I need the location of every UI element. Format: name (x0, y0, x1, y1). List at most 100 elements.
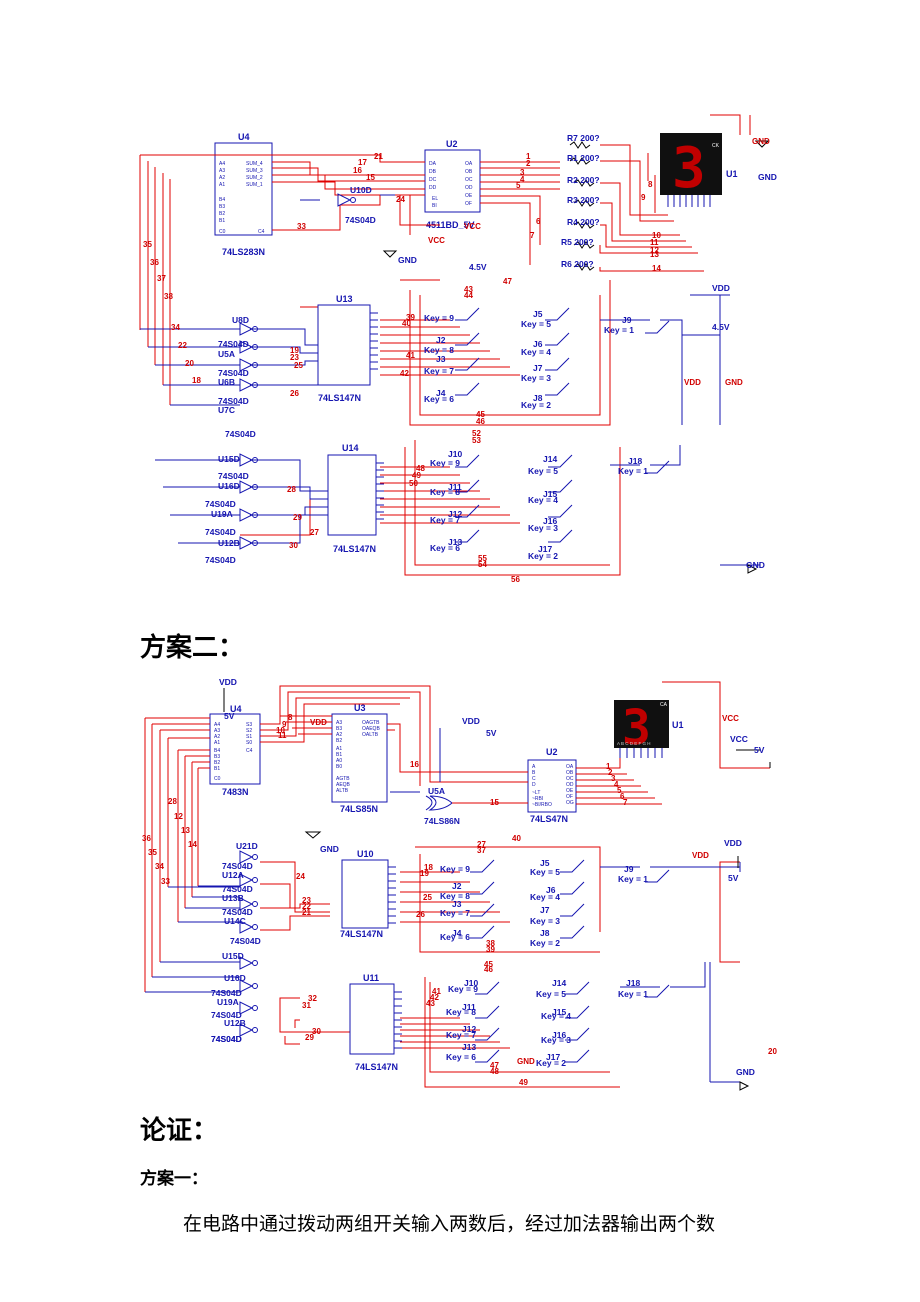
svg-text:12: 12 (174, 812, 183, 821)
svg-text:J13: J13 (448, 537, 462, 547)
svg-text:U13: U13 (336, 294, 353, 304)
svg-text:R1 200?: R1 200? (567, 153, 600, 163)
svg-text:46: 46 (476, 417, 485, 426)
svg-text:U2: U2 (546, 747, 558, 757)
svg-text:49: 49 (412, 471, 421, 480)
svg-text:U11: U11 (363, 973, 379, 983)
svg-text:35: 35 (148, 848, 157, 857)
svg-text:74S04D: 74S04D (211, 1034, 242, 1044)
svg-text:47: 47 (503, 277, 512, 286)
svg-text:Key = 2: Key = 2 (528, 551, 558, 561)
svg-text:21: 21 (302, 908, 311, 917)
svg-text:3: 3 (520, 168, 525, 177)
svg-text:J14: J14 (543, 454, 557, 464)
svg-text:OC: OC (465, 177, 473, 183)
svg-text:VDD: VDD (712, 283, 730, 293)
svg-text:~RBI: ~RBI (532, 796, 543, 802)
svg-text:30: 30 (312, 1027, 321, 1036)
svg-text:U8D: U8D (232, 315, 249, 325)
svg-text:DD: DD (429, 185, 437, 191)
svg-text:39: 39 (486, 945, 495, 954)
subheading-scheme-one: 方案一： (140, 1169, 208, 1189)
net-numbers-one: 21 17 16 15 24 33 35 36 37 38 34 22 20 1… (143, 152, 661, 584)
svg-text:GND: GND (320, 844, 339, 854)
svg-text:5V: 5V (486, 728, 497, 738)
svg-text:Key = 8: Key = 8 (446, 1007, 476, 1017)
chip-u10 (341, 859, 389, 929)
svg-text:OA: OA (566, 764, 574, 770)
svg-text:B1: B1 (336, 752, 342, 758)
svg-text:4: 4 (614, 780, 619, 789)
svg-text:AGTB: AGTB (336, 776, 350, 782)
svg-text:37: 37 (477, 846, 486, 855)
svg-text:20: 20 (768, 1047, 777, 1056)
svg-text:U6B: U6B (218, 377, 235, 387)
svg-text:GND: GND (758, 172, 777, 182)
svg-text:27: 27 (477, 840, 486, 849)
svg-text:74LS147N: 74LS147N (333, 544, 376, 554)
svg-text:VDD: VDD (219, 677, 237, 687)
svg-text:22: 22 (178, 341, 187, 350)
svg-text:GND: GND (746, 560, 765, 570)
label-u2: U2 (446, 139, 458, 149)
svg-text:5: 5 (617, 786, 622, 795)
svg-text:39: 39 (406, 313, 415, 322)
svg-text:J3: J3 (452, 899, 462, 909)
svg-text:Key = 3: Key = 3 (530, 916, 560, 926)
svg-text:5V: 5V (754, 745, 765, 755)
svg-text:C4: C4 (258, 229, 265, 235)
svg-text:VCC: VCC (428, 236, 445, 245)
svg-text:U21D: U21D (236, 841, 258, 851)
svg-text:B2: B2 (219, 211, 225, 217)
svg-text:36: 36 (142, 834, 151, 843)
svg-text:U10D: U10D (350, 185, 372, 195)
svg-text:J3: J3 (436, 354, 446, 364)
svg-text:R7 200?: R7 200? (567, 133, 600, 143)
svg-text:A2: A2 (219, 175, 225, 181)
svg-text:18: 18 (424, 863, 433, 872)
svg-text:Key = 7: Key = 7 (440, 908, 470, 918)
svg-text:A1: A1 (336, 746, 342, 752)
svg-text:J12: J12 (462, 1024, 476, 1034)
label-u4: U4 (238, 132, 250, 142)
svg-text:Key = 9: Key = 9 (430, 458, 460, 468)
svg-text:7483N: 7483N (222, 787, 249, 797)
svg-text:41: 41 (432, 987, 441, 996)
svg-text:U15D: U15D (218, 454, 240, 464)
svg-text:74LS86N: 74LS86N (424, 816, 460, 826)
svg-text:13: 13 (181, 826, 190, 835)
svg-text:J17: J17 (538, 544, 552, 554)
svg-text:15: 15 (490, 798, 499, 807)
svg-text:Key = 8: Key = 8 (430, 487, 460, 497)
svg-text:47: 47 (490, 1061, 499, 1070)
svg-text:23: 23 (290, 353, 299, 362)
svg-text:J2: J2 (452, 881, 462, 891)
svg-text:20: 20 (185, 359, 194, 368)
display-digit: 3 (622, 700, 651, 756)
svg-text:VCC: VCC (730, 734, 748, 744)
svg-text:J4: J4 (436, 388, 446, 398)
svg-text:OF: OF (566, 794, 573, 800)
svg-text:3: 3 (611, 774, 616, 783)
svg-text:74S04D: 74S04D (205, 527, 236, 537)
svg-text:SUM_4: SUM_4 (246, 161, 263, 167)
svg-text:28: 28 (287, 485, 296, 494)
svg-text:R6 200?: R6 200? (561, 259, 594, 269)
svg-text:U15D: U15D (222, 951, 244, 961)
svg-text:31: 31 (302, 1001, 311, 1010)
svg-text:74S04D: 74S04D (211, 1034, 242, 1044)
svg-text:VDD: VDD (310, 718, 327, 727)
svg-text:AEQB: AEQB (336, 782, 351, 788)
svg-text:S1: S1 (246, 734, 252, 740)
svg-text:A3: A3 (219, 168, 225, 174)
svg-text:54: 54 (478, 560, 487, 569)
svg-text:U16D: U16D (224, 973, 246, 983)
svg-text:Key = 2: Key = 2 (536, 1058, 566, 1068)
svg-text:44: 44 (464, 291, 473, 300)
svg-text:J9: J9 (622, 315, 632, 325)
svg-text:C0: C0 (219, 229, 226, 235)
svg-text:OB: OB (465, 169, 473, 175)
svg-text:DC: DC (429, 177, 437, 183)
svg-text:29: 29 (305, 1033, 314, 1042)
